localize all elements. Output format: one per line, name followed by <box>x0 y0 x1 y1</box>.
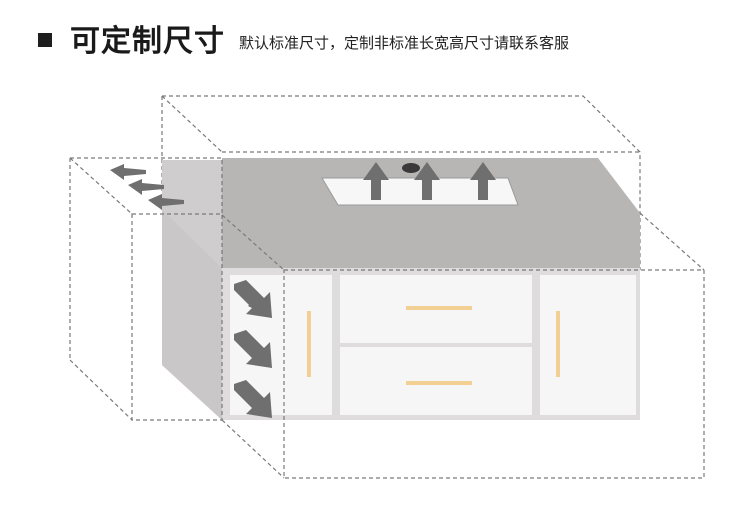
dashed-outline-left <box>69 157 223 421</box>
sink-basin <box>321 177 519 206</box>
handles <box>307 306 560 385</box>
width-arrows <box>110 164 184 210</box>
dashed-outline-front <box>221 212 705 479</box>
header: 可定制尺寸 默认标准尺寸，定制非标准长宽高尺寸请联系客服 <box>38 18 570 59</box>
page-subtitle: 默认标准尺寸，定制非标准长宽高尺寸请联系客服 <box>239 33 570 52</box>
right-door <box>540 275 636 415</box>
height-arrows <box>363 162 496 200</box>
depth-arrows <box>234 280 272 418</box>
bullet-square-icon <box>38 33 52 47</box>
page-title: 可定制尺寸 <box>70 24 225 59</box>
faucet-hole <box>402 163 420 173</box>
